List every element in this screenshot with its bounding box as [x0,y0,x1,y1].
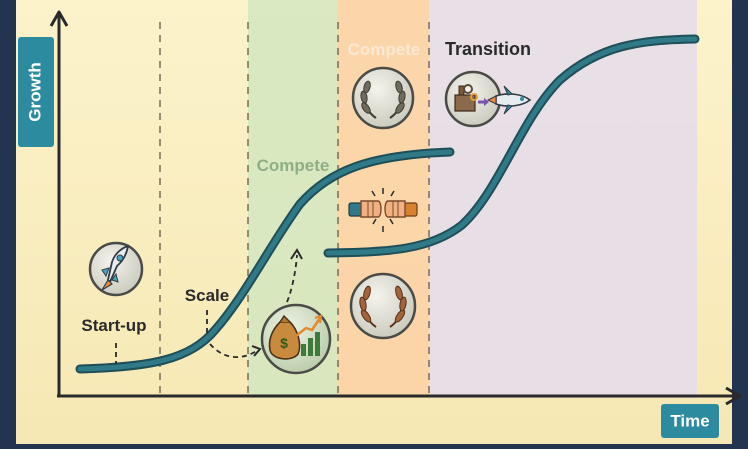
scale-bubble: $ [260,303,332,375]
scale-to-investment-arrow [209,343,259,358]
transition-bubble [444,70,502,128]
svg-text:$: $ [280,335,288,351]
stage-dividers [159,22,430,394]
second-growth-curve-highlight [325,36,698,256]
factory-to-jet-icon [454,84,489,112]
stage-label-compete-top: Compete [348,40,421,59]
zone-transition [429,0,697,398]
arrowhead [251,345,262,357]
startup-bubble [88,241,144,297]
stage-label-transition: Transition [445,39,531,59]
compete-bottom-bubble [349,272,417,340]
money-bag-growth-icon: $ [268,314,323,360]
fist-bump-icon [348,188,418,232]
rocket-icon [101,244,130,291]
y-axis-label-tab: Growth [18,37,54,147]
x-axis [57,386,742,406]
first-growth-curve-highlight [77,149,453,372]
arrowhead [290,248,303,260]
compete-top-bubble [351,66,415,130]
stage-label-startup: Start-up [81,316,146,335]
y-axis [49,10,69,396]
investment-to-curve-arrow [286,254,298,303]
stage-label-scale: Scale [185,286,229,305]
y-axis-label: Growth [25,62,44,122]
connector-lines [115,254,298,364]
laurel-wreath-icon [360,80,406,119]
jet-icon [486,85,532,115]
x-axis-label: Time [670,411,709,430]
laurel-wreath-icon [359,285,407,328]
stage-label-compete-mid: Compete [257,156,330,175]
x-axis-label-tab: Time [661,404,719,438]
